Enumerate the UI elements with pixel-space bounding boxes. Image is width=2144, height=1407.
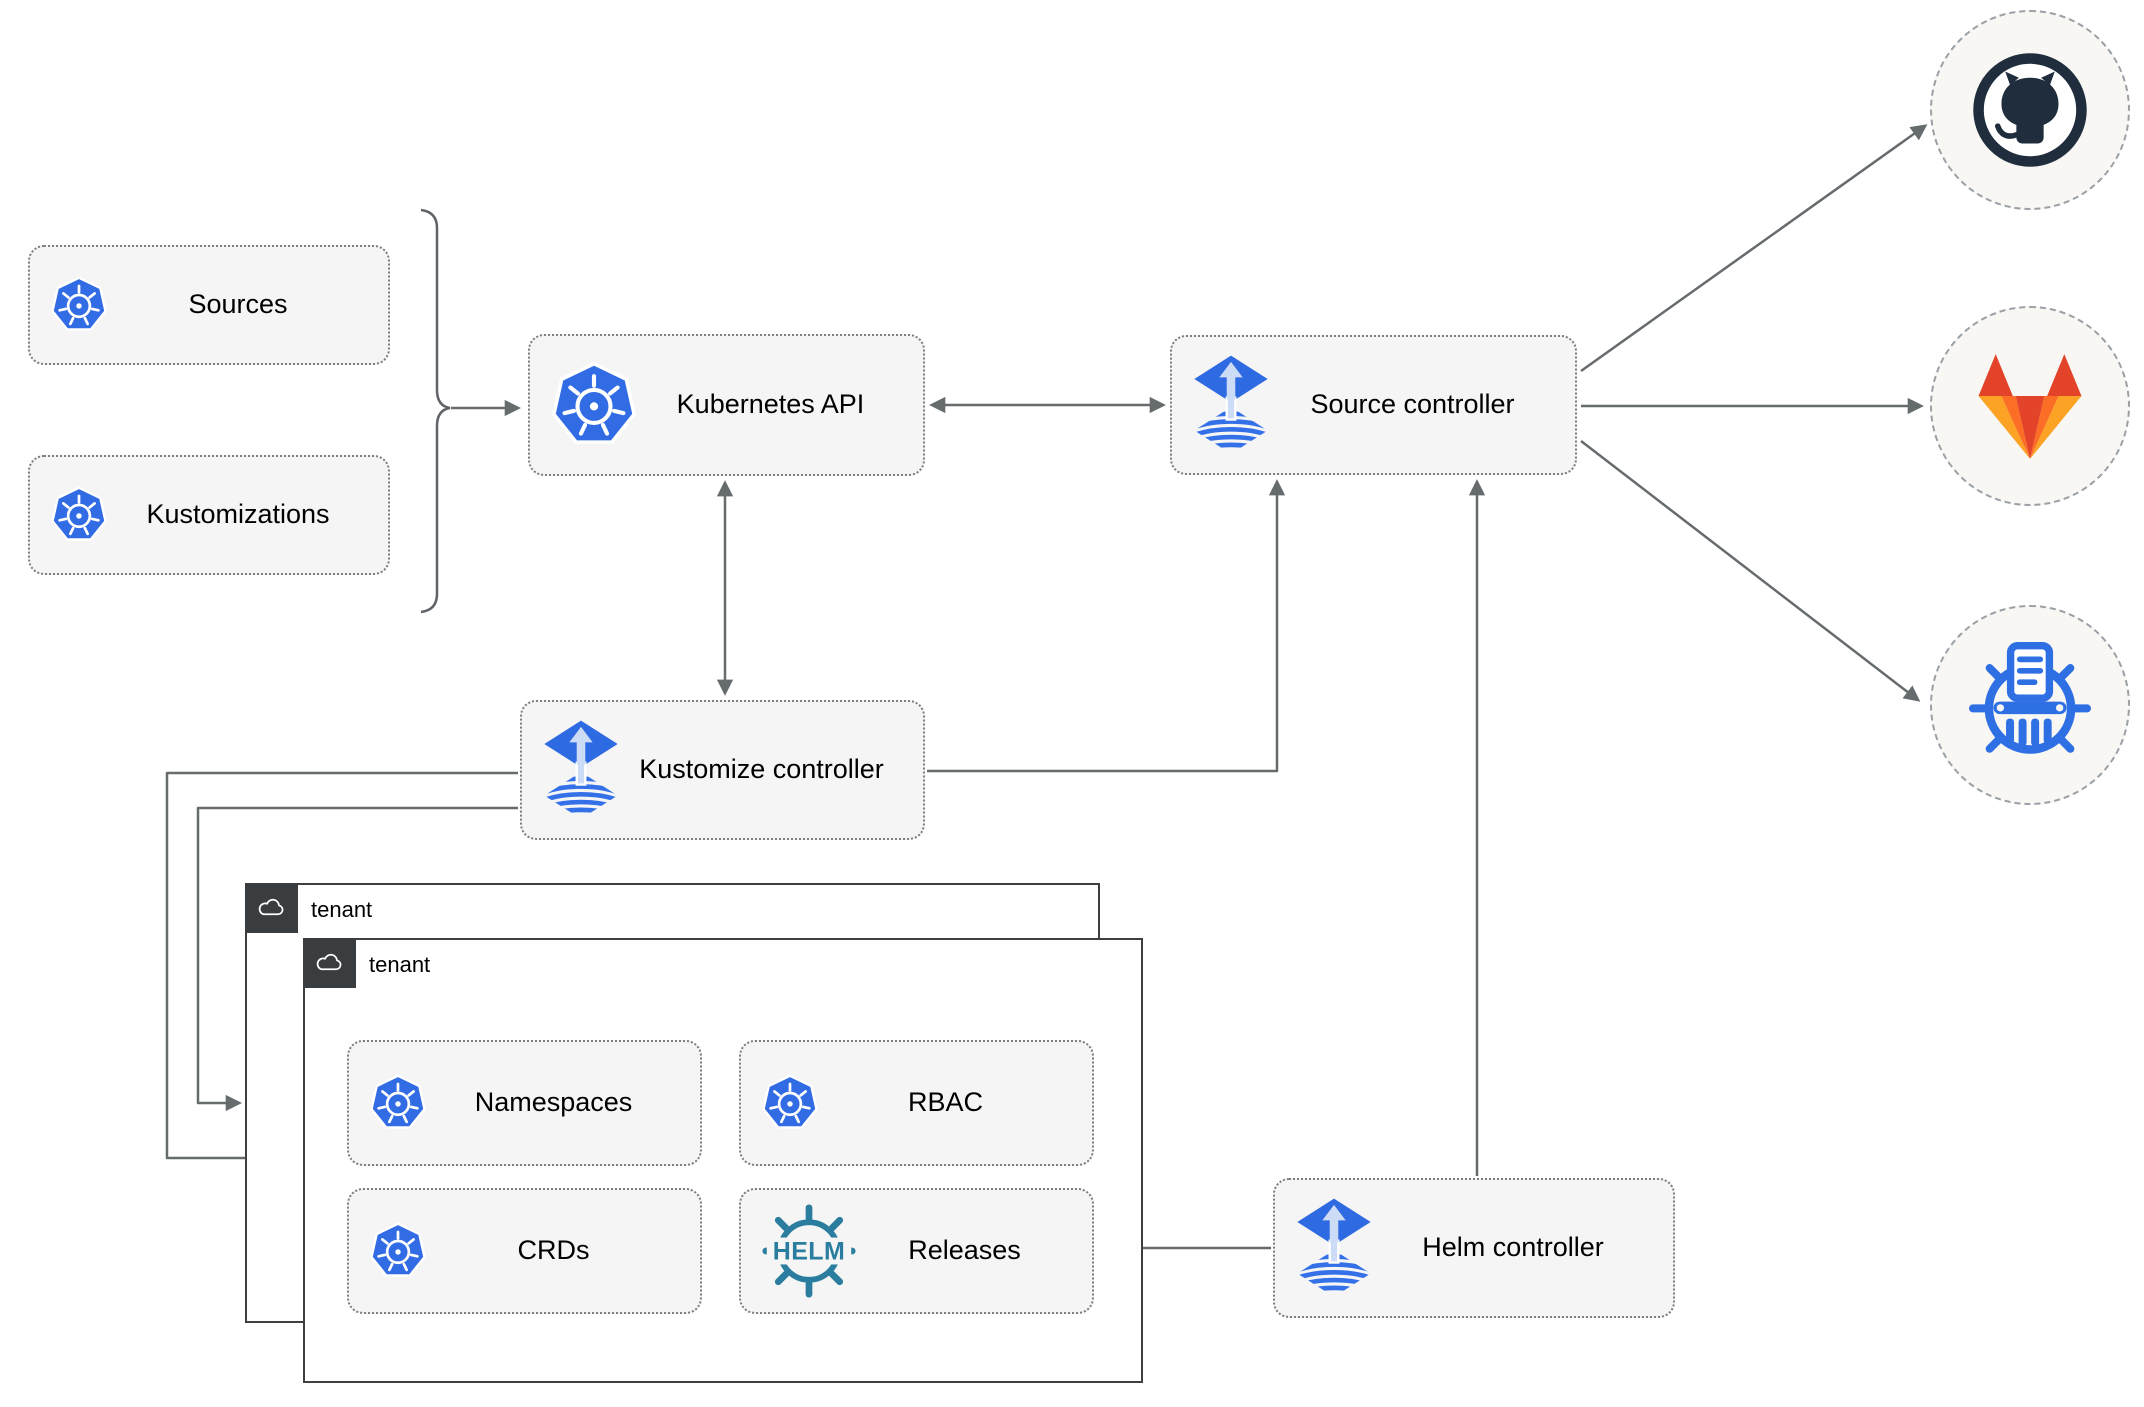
helm-icon: HELM <box>761 1203 857 1299</box>
rbac-node: RBAC <box>739 1040 1094 1166</box>
helm-logo-text: HELM <box>773 1238 846 1266</box>
node-label: Kubernetes API <box>676 389 865 420</box>
source-controller-node: Source controller <box>1170 335 1577 475</box>
crds-node: CRDs <box>347 1188 702 1314</box>
github-remote <box>1930 10 2130 210</box>
gitlab-icon <box>1969 352 2091 461</box>
cloud-icon <box>302 937 356 988</box>
github-icon <box>1968 48 2092 172</box>
node-label: RBAC <box>907 1087 983 1118</box>
node-label: Helm controller <box>1422 1232 1604 1263</box>
node-label: CRDs <box>517 1235 590 1266</box>
node-label: Namespaces <box>474 1087 633 1118</box>
releases-node: HELM Releases <box>739 1188 1094 1314</box>
kubernetes-icon <box>50 485 108 545</box>
edge-kustomize-to-source-controller <box>927 479 1286 773</box>
kustomize-controller-node: Kustomize controller <box>520 700 925 840</box>
tenant-box-front: tenant Namespaces RBAC CRDs <box>302 937 1143 1383</box>
sources-node: Sources <box>28 245 390 365</box>
sources-group-brace <box>420 208 451 614</box>
node-label: Kustomizations <box>146 499 330 530</box>
node-label: Kustomize controller <box>639 754 884 785</box>
chart-repository-remote <box>1930 605 2130 805</box>
kubernetes-api-node: Kubernetes API <box>528 334 925 476</box>
kubernetes-icon <box>50 275 108 335</box>
tenant-label: tenant <box>311 897 373 922</box>
kubernetes-icon <box>369 1221 427 1281</box>
chartmuseum-icon <box>1965 642 2095 768</box>
flux-icon <box>1295 1197 1373 1300</box>
edge-source-to-chart-repository <box>1580 440 1921 702</box>
tenant-label: tenant <box>369 952 431 977</box>
cloud-icon <box>244 882 298 933</box>
kubernetes-icon <box>761 1073 819 1133</box>
node-label: Releases <box>908 1235 1021 1266</box>
namespaces-node: Namespaces <box>347 1040 702 1166</box>
helm-controller-node: Helm controller <box>1273 1178 1675 1318</box>
node-label: Source controller <box>1310 389 1515 420</box>
kubernetes-icon <box>369 1073 427 1133</box>
kustomizations-node: Kustomizations <box>28 455 390 575</box>
gitlab-remote <box>1930 306 2130 506</box>
node-label: Sources <box>188 289 288 320</box>
flux-icon <box>1192 354 1270 457</box>
edge-source-to-github <box>1580 124 1928 373</box>
flux-icon <box>542 719 620 822</box>
kubernetes-icon <box>550 359 638 451</box>
